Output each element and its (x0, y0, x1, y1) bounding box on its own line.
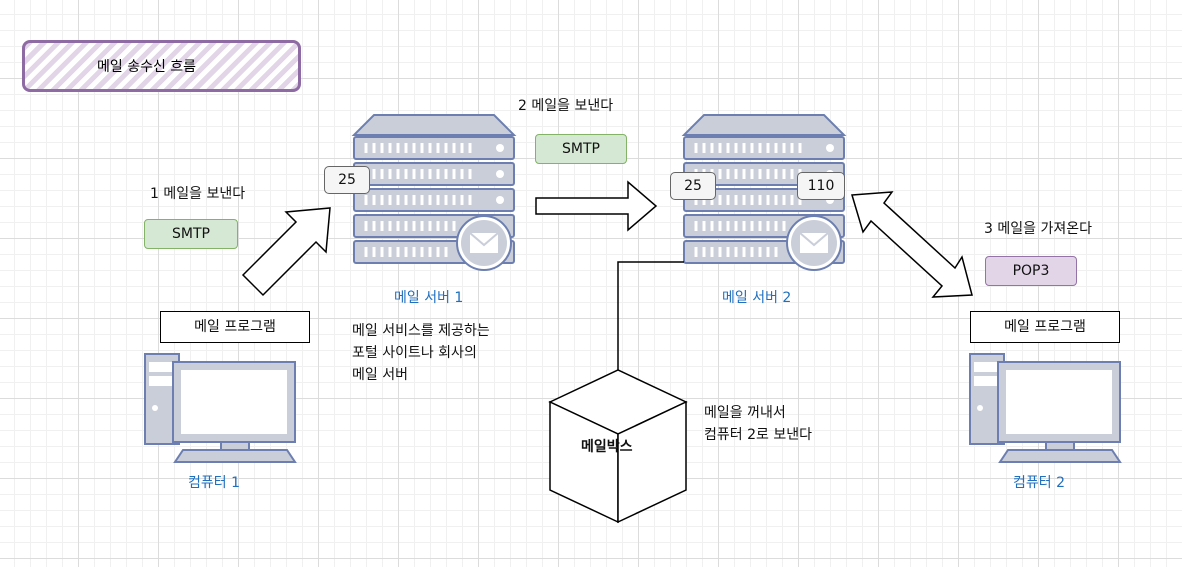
mailbox-connector (617, 261, 684, 372)
mailbox-note: 메일을 꺼내서 컴퓨터 2로 보낸다 (704, 402, 812, 446)
step-2-label: 2 메일을 보낸다 (518, 98, 614, 114)
mailbox-note-line: 메일을 꺼내서 (704, 405, 786, 421)
arrow-fetch-3 (851, 191, 973, 298)
mailbox-cube-icon (548, 369, 688, 524)
arrow-send-1 (241, 207, 331, 297)
smtp-tag-2: SMTP (535, 134, 627, 164)
step-1-label: 1 메일을 보낸다 (150, 186, 246, 202)
server-2-name: 메일 서버 2 (722, 290, 792, 306)
computer-1-name: 컴퓨터 1 (188, 475, 240, 491)
mailbox-note-line: 컴퓨터 2로 보낸다 (704, 427, 812, 443)
smtp-tag-1: SMTP (144, 219, 238, 249)
arrow-send-2 (535, 180, 658, 232)
server-1-note-line: 포털 사이트나 회사의 (352, 345, 477, 361)
pop3-tag: POP3 (985, 256, 1077, 286)
computer-2-icon (969, 353, 1121, 463)
server-2-port-in: 25 (670, 172, 716, 200)
computer-1-program: 메일 프로그램 (160, 311, 310, 343)
server-1-note-line: 메일 서버 (352, 367, 408, 383)
server-2-port-out: 110 (797, 172, 845, 200)
server-1-port: 25 (324, 166, 370, 194)
title-box: 메일 송수신 흐름 (22, 40, 301, 92)
server-1-note-line: 메일 서비스를 제공하는 (352, 323, 490, 339)
computer-2-program: 메일 프로그램 (970, 311, 1120, 343)
server-1-name: 메일 서버 1 (394, 290, 464, 306)
mail-server-1-icon (352, 113, 516, 272)
mailbox-label: 메일박스 (581, 439, 633, 455)
server-1-note: 메일 서비스를 제공하는 포털 사이트나 회사의 메일 서버 (352, 320, 490, 386)
diagram-title: 메일 송수신 흐름 (97, 59, 197, 75)
computer-1-icon (144, 353, 296, 463)
computer-2-name: 컴퓨터 2 (1013, 475, 1065, 491)
step-3-label: 3 메일을 가져온다 (984, 221, 1092, 237)
